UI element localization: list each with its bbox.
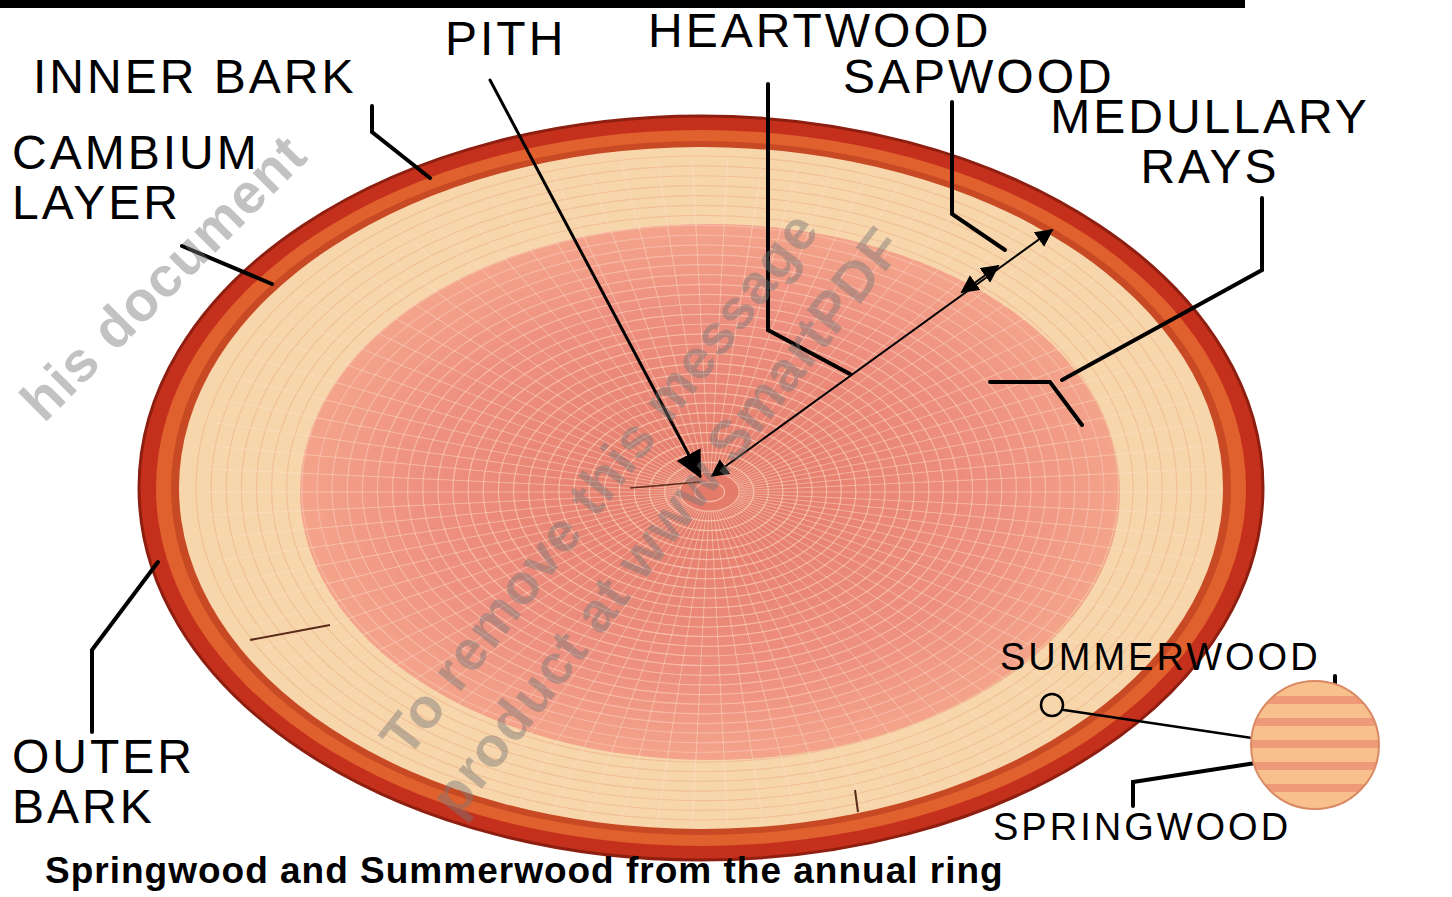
part-label: PITH [445, 14, 566, 64]
part-label: SUMMERWOOD [1000, 638, 1321, 678]
part-label: HEARTWOOD [648, 6, 991, 56]
part-label: INNER BARK [33, 52, 356, 102]
part-label: SPRINGWOOD [993, 808, 1291, 848]
part-label: MEDULLARY RAYS [985, 92, 1435, 193]
part-label: OUTER BARK [12, 732, 302, 833]
caption: Springwood and Summerwood from the annua… [45, 852, 1004, 891]
